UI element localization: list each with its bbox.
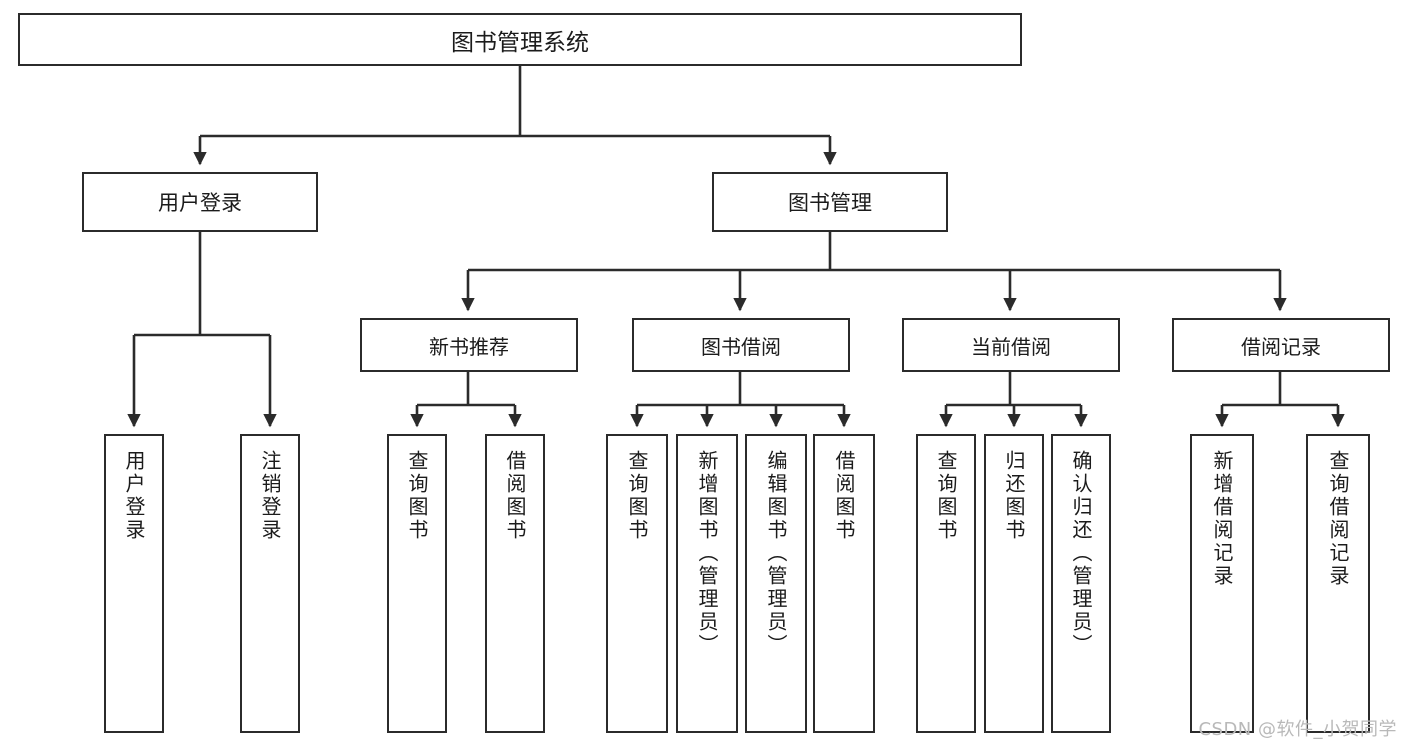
leaf-node-leaf-return-book[interactable]: 归还图书 — [984, 434, 1044, 733]
node-new-book-recommend[interactable]: 新书推荐 — [360, 318, 578, 372]
node-label: 新书推荐 — [429, 334, 509, 359]
leaf-node-leaf-query-borrow-record[interactable]: 查询借阅记录 — [1306, 434, 1370, 733]
leaf-node-leaf-query-book-2[interactable]: 查询图书 — [606, 434, 668, 733]
node-label: 借阅记录 — [1241, 334, 1321, 359]
node-label: 查询图书 — [625, 450, 649, 542]
node-label: 用户登录 — [158, 191, 242, 215]
node-label: 图书管理系统 — [451, 29, 589, 56]
node-label: 图书管理 — [788, 191, 872, 215]
node-label: 归还图书 — [1002, 450, 1026, 542]
node-book-manage[interactable]: 图书管理 — [712, 172, 948, 232]
leaf-node-leaf-borrow-book-1[interactable]: 借阅图书 — [485, 434, 545, 733]
leaf-node-leaf-confirm-return-admin[interactable]: 确认归还（管理员） — [1051, 434, 1111, 733]
node-label: 编辑图书（管理员） — [764, 450, 788, 657]
node-user-login[interactable]: 用户登录 — [82, 172, 318, 232]
node-label: 查询图书 — [934, 450, 958, 542]
node-borrow-record[interactable]: 借阅记录 — [1172, 318, 1390, 372]
leaf-node-leaf-add-borrow-record[interactable]: 新增借阅记录 — [1190, 434, 1254, 733]
node-label: 借阅图书 — [832, 450, 856, 542]
node-book-borrow[interactable]: 图书借阅 — [632, 318, 850, 372]
leaf-node-leaf-query-book-3[interactable]: 查询图书 — [916, 434, 976, 733]
watermark-label: CSDN @软件_小贺同学 — [1198, 719, 1397, 740]
node-label: 当前借阅 — [971, 334, 1051, 359]
node-label: 用户登录 — [122, 450, 146, 542]
node-label: 新增借阅记录 — [1210, 450, 1234, 588]
leaf-node-leaf-user-logout[interactable]: 注销登录 — [240, 434, 300, 733]
node-root[interactable]: 图书管理系统 — [18, 13, 1022, 66]
leaf-node-leaf-add-book-admin[interactable]: 新增图书（管理员） — [676, 434, 738, 733]
node-label: 注销登录 — [258, 450, 282, 542]
leaf-node-leaf-borrow-book-2[interactable]: 借阅图书 — [813, 434, 875, 733]
node-label: 借阅图书 — [503, 450, 527, 542]
leaf-node-leaf-edit-book-admin[interactable]: 编辑图书（管理员） — [745, 434, 807, 733]
node-label: 确认归还（管理员） — [1069, 450, 1093, 657]
node-label: 查询借阅记录 — [1326, 450, 1350, 588]
leaf-node-leaf-user-login[interactable]: 用户登录 — [104, 434, 164, 733]
node-label: 新增图书（管理员） — [695, 450, 719, 657]
node-current-borrow[interactable]: 当前借阅 — [902, 318, 1120, 372]
node-label: 查询图书 — [405, 450, 429, 542]
leaf-node-leaf-query-book-1[interactable]: 查询图书 — [387, 434, 447, 733]
node-label: 图书借阅 — [701, 334, 781, 359]
